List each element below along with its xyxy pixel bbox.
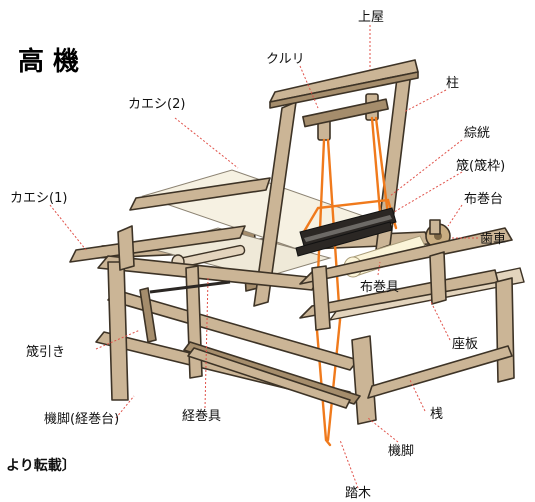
loom-illustration <box>69 59 525 447</box>
label-sougen: 綜絖 <box>464 125 490 141</box>
label-kururi: クルリ <box>266 52 305 67</box>
footer-caption: より転載〕 <box>6 457 76 474</box>
label-hemakigu: 経巻具 <box>182 409 221 424</box>
label-hashira: 柱 <box>446 76 459 91</box>
label-kaeshi2: カエシ(2) <box>128 97 185 112</box>
label-haguruma: 歯車 <box>480 232 506 247</box>
leader-lines <box>49 25 478 489</box>
label-jouya: 上屋 <box>358 10 384 25</box>
label-fumiki: 踏木 <box>345 486 371 501</box>
label-osa: 筬(筬枠) <box>456 158 505 174</box>
part-labels: 上屋 クルリ 柱 カエシ(2) 綜絖 筬(筬枠) 布巻台 カエシ(1) 歯車 布… <box>10 10 506 501</box>
diagram-title: 高 機 <box>18 46 79 77</box>
label-hatakyaku-kei: 機脚(経巻台) <box>44 411 119 427</box>
label-kaeshi1: カエシ(1) <box>10 191 67 206</box>
label-nunomakidai: 布巻台 <box>464 192 503 207</box>
label-osabiki: 筬引き <box>26 344 65 360</box>
label-zaita: 座板 <box>452 337 478 352</box>
label-nunomakigu: 布巻具 <box>360 280 399 295</box>
label-hatakyaku: 機脚 <box>388 443 414 459</box>
label-sen: 桟 <box>430 407 443 422</box>
